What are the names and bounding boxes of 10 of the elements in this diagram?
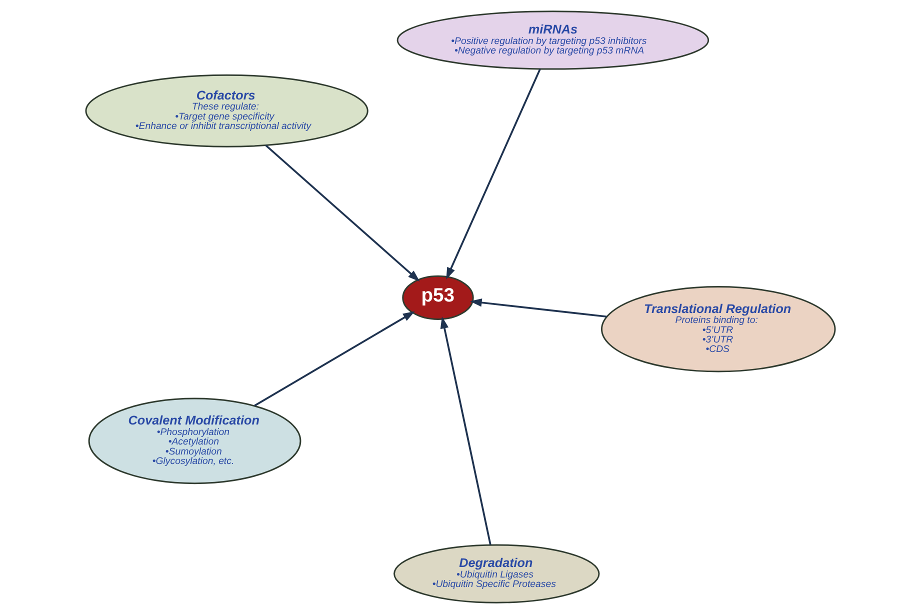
node-ellipse: Translational Regulation Proteins binding to: •5’UTR •3’UTR •CDS — [600, 286, 836, 372]
arrow — [446, 68, 540, 280]
arrow — [440, 316, 491, 545]
arrow — [254, 311, 414, 407]
node-ellipse: Degradation •Ubiquitin Ligases •Ubiquitin Specific Proteases — [393, 544, 600, 604]
node-ellipse: Covalent Modification •Phosphorylation •Acetylation •Sumoylation •Glycosylation, etc. — [88, 398, 301, 484]
arrow — [264, 144, 420, 282]
arrow — [469, 298, 606, 318]
node-ellipse: miRNAs •Positive regulation by targeting p53 inhibitors •Negative regulation by targeting p53 mRNA — [396, 10, 709, 70]
node-ellipse: Cofactors These regulate: •Target gene specificity •Enhance or inhibit transcriptional activity — [84, 74, 368, 148]
